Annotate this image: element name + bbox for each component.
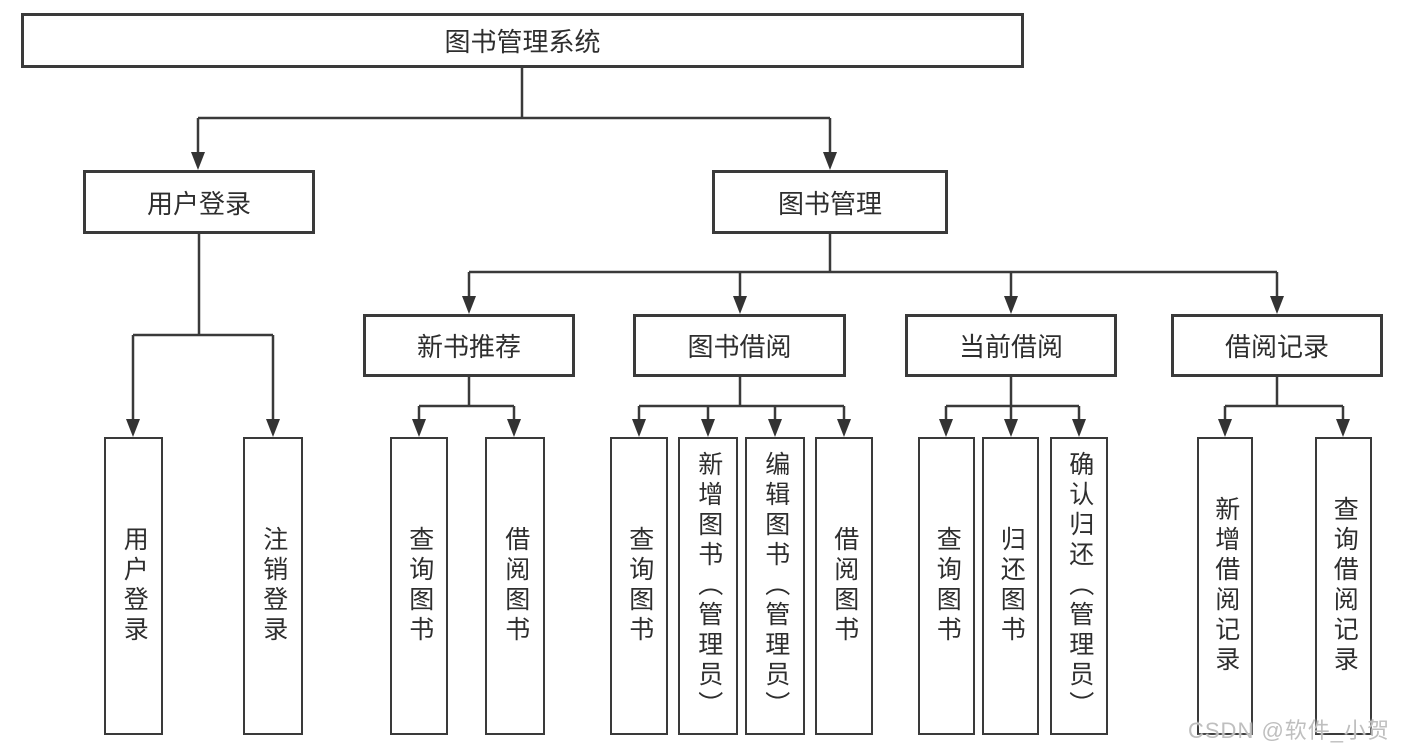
leaf-label: 查询借阅记录 <box>1330 496 1359 676</box>
node-label: 图书借阅 <box>687 332 792 362</box>
node-current-borrowing: 当前借阅 <box>905 314 1117 377</box>
node-book-management: 图书管理 <box>712 170 948 234</box>
leaf-label: 用户登录 <box>120 526 149 646</box>
node-label: 图书管理 <box>777 188 882 219</box>
node-user-login: 用户登录 <box>83 170 315 234</box>
csdn-watermark: CSDN @软件_小贺同学 <box>1188 718 1391 743</box>
leaf-label: 借阅图书 <box>830 526 859 646</box>
leaf-borrow-books-recommend: 借阅图书 <box>485 437 545 735</box>
leaf-query-books-borrowing: 查询图书 <box>610 437 668 735</box>
node-library-system: 图书管理系统 <box>21 13 1024 68</box>
leaf-add-borrow-record: 新增借阅记录 <box>1197 437 1253 735</box>
leaf-edit-book-admin: 编辑图书（管理员） <box>745 437 805 735</box>
leaf-label: 注销登录 <box>259 526 288 646</box>
leaf-label: 查询图书 <box>405 526 434 646</box>
node-label: 当前借阅 <box>958 332 1063 362</box>
leaf-label: 新增图书（管理员） <box>694 451 723 721</box>
leaf-return-books: 归还图书 <box>982 437 1039 735</box>
leaf-add-book-admin: 新增图书（管理员） <box>678 437 738 735</box>
leaf-label: 新增借阅记录 <box>1211 496 1240 676</box>
leaf-confirm-return-admin: 确认归还（管理员） <box>1050 437 1108 735</box>
leaf-label: 借阅图书 <box>501 526 530 646</box>
leaf-label: 归还图书 <box>997 526 1026 646</box>
leaf-logout: 注销登录 <box>243 437 303 735</box>
leaf-label: 查询图书 <box>933 526 962 646</box>
node-label: 用户登录 <box>146 188 251 219</box>
node-label: 图书管理系统 <box>444 27 601 57</box>
node-new-book-recommend: 新书推荐 <box>363 314 575 377</box>
node-borrowing-records: 借阅记录 <box>1171 314 1383 377</box>
leaf-query-books-current: 查询图书 <box>918 437 975 735</box>
node-label: 借阅记录 <box>1224 332 1329 362</box>
node-book-borrowing: 图书借阅 <box>633 314 846 377</box>
leaf-user-login: 用户登录 <box>104 437 163 735</box>
leaf-query-borrow-record: 查询借阅记录 <box>1315 437 1372 735</box>
leaf-query-books-recommend: 查询图书 <box>390 437 448 735</box>
node-label: 新书推荐 <box>416 332 521 362</box>
leaf-label: 查询图书 <box>625 526 654 646</box>
leaf-borrow-books-borrowing: 借阅图书 <box>815 437 873 735</box>
leaf-label: 确认归还（管理员） <box>1065 451 1094 721</box>
leaf-label: 编辑图书（管理员） <box>761 451 790 721</box>
